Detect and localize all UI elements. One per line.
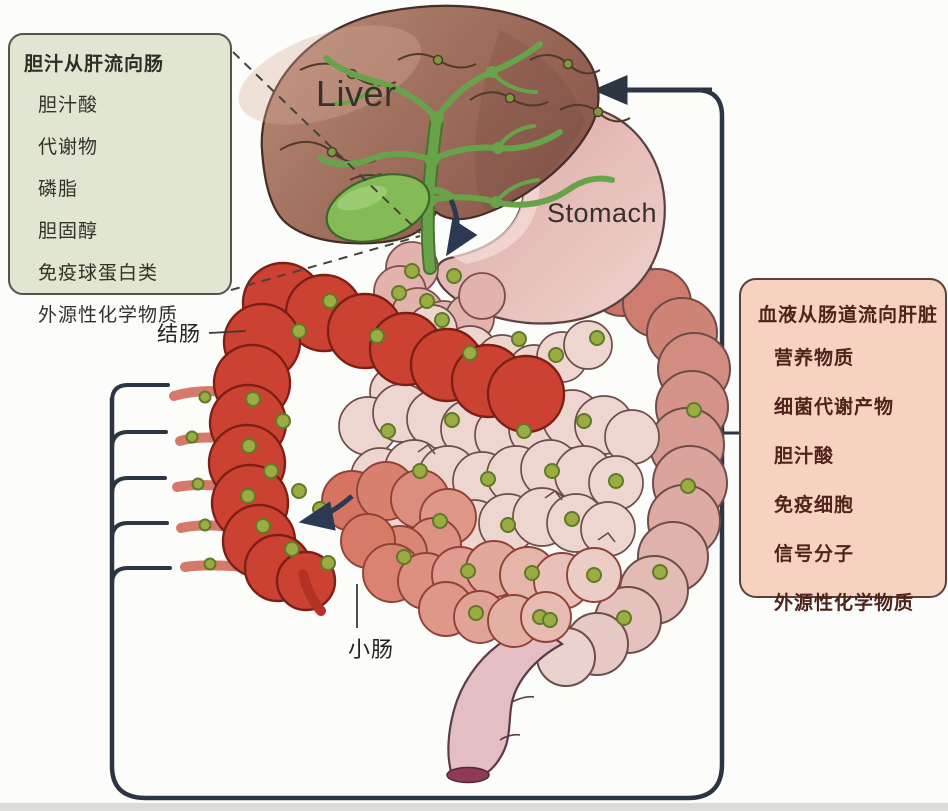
- bile-flow-panel: 胆汁从肝流向肠 胆汁酸 代谢物 磷脂 胆固醇 免疫球蛋白类 外源性化学物质: [8, 33, 232, 326]
- microbe-dot: [369, 328, 385, 344]
- vein-hook-line: [110, 476, 167, 496]
- microbe-dot: [275, 413, 291, 429]
- rectum-opening: [446, 766, 490, 784]
- sigmoid-tail: [298, 569, 326, 616]
- microbe-dot: [608, 473, 624, 489]
- microbe-dot: [576, 413, 592, 429]
- microbe-dot: [524, 565, 540, 581]
- microbe-dot: [396, 549, 412, 565]
- microbe-dot: [548, 347, 564, 363]
- panel-item: 外源性化学物质: [38, 305, 179, 326]
- small-intestine-label: 小肠: [348, 637, 394, 662]
- microbe-dot: [586, 567, 602, 583]
- microbe-dot: [419, 293, 435, 309]
- panel-item: 外源性化学物质: [774, 593, 915, 614]
- stomach: [435, 102, 666, 325]
- duodenum-bead: [458, 272, 506, 320]
- microbe-dot: [245, 391, 261, 407]
- microbe-dot: [434, 312, 450, 328]
- organ-labels: Liver Stomach 结肠 小肠: [157, 73, 657, 662]
- microbe-dot: [203, 557, 217, 571]
- microbe-dot: [480, 471, 496, 487]
- flow-loop-line: [109, 87, 725, 801]
- rectum: [446, 632, 564, 784]
- microbe-dot: [446, 268, 462, 284]
- panel-item: 免疫球蛋白类: [38, 263, 159, 284]
- gallbladder: [325, 173, 454, 243]
- microbe-dot: [404, 263, 420, 279]
- blood-flow-title: 血液从肠道流向肝脏: [758, 305, 939, 326]
- bile-flow-title: 胆汁从肝流向肠: [24, 54, 165, 75]
- panel-item: 胆固醇: [38, 221, 99, 242]
- flow-arrows: [298, 198, 478, 531]
- microbe-dot: [686, 402, 702, 418]
- microbe-dot: [322, 293, 338, 309]
- microbe-dot: [284, 541, 300, 557]
- microbe-dot: [291, 483, 307, 499]
- liver-label: Liver: [316, 73, 397, 114]
- panel-item: 信号分子: [774, 544, 855, 565]
- vein-hook-line: [110, 566, 172, 586]
- microbe-dot: [241, 438, 257, 454]
- intestine-bead: [563, 320, 613, 370]
- microbe-dot: [291, 323, 307, 339]
- microbe-dot: [516, 423, 532, 439]
- stomach-label: Stomach: [547, 198, 657, 228]
- colon-flow-arrow: [298, 494, 354, 531]
- bile-down-arrow: [445, 198, 478, 257]
- intestine-creases: [417, 443, 616, 555]
- panel-item: 营养物质: [774, 348, 855, 369]
- portal-flow-loop: [109, 75, 740, 801]
- microbe-dot: [240, 488, 256, 504]
- microbe-dot: [564, 511, 580, 527]
- microbe-dot: [544, 463, 560, 479]
- microbe-dot: [391, 285, 407, 301]
- microbe-dot: [198, 518, 212, 532]
- panel-item: 免疫细胞: [774, 495, 855, 516]
- panel-item: 胆汁酸: [38, 95, 99, 116]
- microbe-dot: [444, 412, 460, 428]
- bile-flow-list: 胆汁酸 代谢物 磷脂 胆固醇 免疫球蛋白类 外源性化学物质: [38, 90, 220, 327]
- panel-item: 细菌代谢产物: [774, 397, 895, 418]
- microbe-dot: [380, 423, 396, 439]
- mesenteric-vein-hooks: [110, 383, 172, 586]
- blood-flow-list: 营养物质 细菌代谢产物 胆汁酸 免疫细胞 信号分子 外源性化学物质: [774, 343, 935, 615]
- microbe-dot: [255, 518, 271, 534]
- microbe-dot: [185, 430, 199, 444]
- image-bottom-border: [0, 803, 948, 811]
- vein-hook-line: [110, 521, 169, 541]
- panel-item: 胆汁酸: [774, 446, 835, 467]
- microbe-dot: [616, 610, 632, 626]
- microbe-dot: [462, 345, 478, 361]
- microbe-dot: [511, 331, 527, 347]
- microbe-dot: [652, 564, 668, 580]
- callout-dashed-lines: [230, 51, 421, 291]
- colon-haustra-bead: [486, 354, 566, 434]
- microbe-dot: [320, 555, 336, 571]
- vein-hook-line: [110, 430, 168, 450]
- microbe-dot: [460, 563, 476, 579]
- vein-hook-line: [110, 383, 170, 403]
- blood-flow-panel: 血液从肠道流向肝脏 营养物质 细菌代谢产物 胆汁酸 免疫细胞 信号分子 外源性化…: [739, 278, 947, 614]
- panel-item: 磷脂: [38, 179, 79, 200]
- colon-label: 结肠: [157, 323, 201, 346]
- microbe-dot: [542, 612, 558, 628]
- bile-duct-tree: [317, 41, 615, 275]
- microbe-dot: [412, 463, 428, 479]
- microbe-dot: [432, 513, 448, 529]
- microbe-dot: [680, 478, 696, 494]
- microbe-dot: [500, 517, 516, 533]
- colon-leader-line: [208, 330, 247, 334]
- microbe-dot: [468, 605, 484, 621]
- microbe-dot: [198, 390, 212, 404]
- microbe-dot: [589, 330, 605, 346]
- microbe-dot: [263, 463, 279, 479]
- panel-item: 代谢物: [38, 137, 99, 158]
- microbe-dots: [185, 263, 702, 628]
- microbe-dot: [191, 477, 205, 491]
